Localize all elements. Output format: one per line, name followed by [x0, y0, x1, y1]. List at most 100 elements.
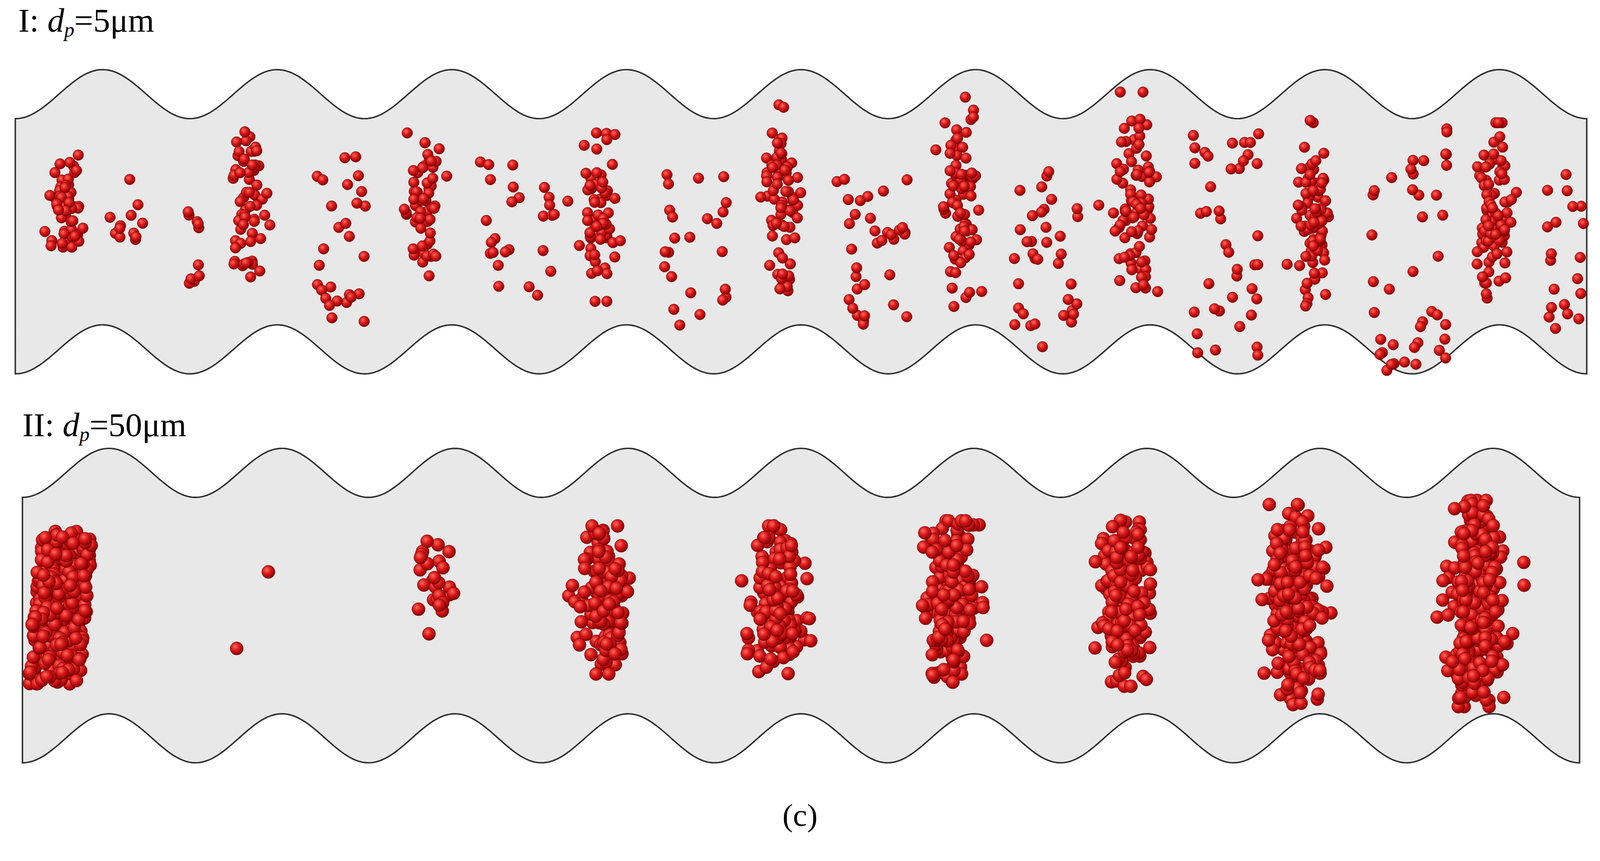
- particle: [1572, 273, 1583, 284]
- particle: [590, 127, 602, 139]
- particle: [408, 165, 419, 176]
- particle: [960, 152, 971, 164]
- particle: [425, 227, 436, 239]
- particle: [1227, 137, 1238, 148]
- particle: [776, 252, 788, 263]
- particle: [264, 219, 276, 231]
- particle: [104, 211, 116, 223]
- particle: [484, 174, 496, 185]
- particle: [248, 215, 260, 227]
- particle: [433, 598, 446, 612]
- particle: [595, 234, 606, 245]
- particle: [1441, 159, 1452, 171]
- particle: [849, 208, 861, 220]
- particle: [485, 237, 497, 248]
- particle: [415, 212, 426, 224]
- particle: [592, 544, 606, 558]
- particle: [1481, 288, 1492, 299]
- particle: [1561, 185, 1573, 196]
- particle: [1136, 256, 1147, 267]
- particle: [74, 556, 88, 570]
- particle: [1578, 218, 1589, 229]
- particle: [804, 633, 818, 647]
- particle: [846, 243, 857, 255]
- particle: [430, 250, 441, 262]
- particle: [573, 599, 587, 613]
- particle: [1115, 166, 1126, 177]
- particle: [966, 167, 977, 179]
- particle: [1251, 293, 1262, 304]
- particle: [1308, 216, 1319, 228]
- particle: [589, 295, 601, 307]
- particle: [1117, 614, 1131, 628]
- particle: [888, 299, 899, 310]
- particle: [241, 257, 252, 269]
- particle: [767, 519, 780, 533]
- particle: [352, 170, 364, 181]
- particle: [1499, 257, 1510, 268]
- particle: [1305, 115, 1316, 126]
- particle: [959, 564, 972, 578]
- particle: [938, 533, 952, 547]
- particle: [1105, 604, 1118, 618]
- particle: [245, 236, 256, 247]
- particle: [1302, 277, 1313, 289]
- particle: [1399, 356, 1410, 368]
- particle: [343, 231, 355, 242]
- particle: [317, 174, 328, 186]
- particle: [740, 626, 754, 640]
- particle: [1471, 246, 1483, 257]
- particle: [717, 294, 728, 305]
- particle: [938, 201, 949, 212]
- particle: [1252, 349, 1263, 361]
- particle: [1152, 286, 1163, 297]
- particle: [1295, 220, 1307, 232]
- particle: [1440, 319, 1451, 330]
- particle: [428, 570, 441, 584]
- particle: [230, 242, 241, 253]
- particle: [946, 558, 960, 572]
- particle: [532, 290, 543, 301]
- particle: [350, 151, 361, 162]
- particle: [1046, 193, 1057, 205]
- particle: [54, 637, 68, 651]
- particle: [130, 231, 142, 243]
- particle: [326, 200, 337, 211]
- particle: [1234, 321, 1245, 332]
- particle: [926, 668, 940, 682]
- particle: [919, 611, 932, 625]
- particle: [734, 574, 748, 587]
- particle: [574, 240, 585, 251]
- particle: [1119, 602, 1133, 616]
- particle: [1567, 200, 1578, 212]
- particle: [1439, 333, 1451, 344]
- particle: [668, 303, 679, 315]
- particle: [1320, 289, 1331, 300]
- particle: [251, 145, 262, 156]
- particle: [132, 199, 144, 210]
- particle: [1134, 241, 1145, 252]
- particle: [961, 127, 972, 138]
- particle: [601, 134, 612, 145]
- particle: [398, 203, 410, 215]
- particle: [1013, 278, 1024, 289]
- particle: [48, 547, 62, 561]
- particle: [802, 611, 816, 625]
- particle: [39, 226, 50, 237]
- particle: [950, 538, 964, 552]
- particle: [661, 169, 673, 180]
- particle: [44, 190, 55, 201]
- particle: [859, 310, 870, 321]
- particle: [1575, 288, 1587, 299]
- particle: [1440, 148, 1452, 159]
- particle: [1088, 554, 1102, 568]
- particle: [1490, 229, 1501, 240]
- particle: [591, 167, 602, 178]
- particle: [411, 602, 425, 616]
- particle: [674, 319, 685, 331]
- particle: [693, 172, 704, 184]
- particle: [1432, 250, 1444, 262]
- particle: [245, 271, 256, 283]
- particle: [313, 259, 325, 271]
- particle: [592, 561, 606, 575]
